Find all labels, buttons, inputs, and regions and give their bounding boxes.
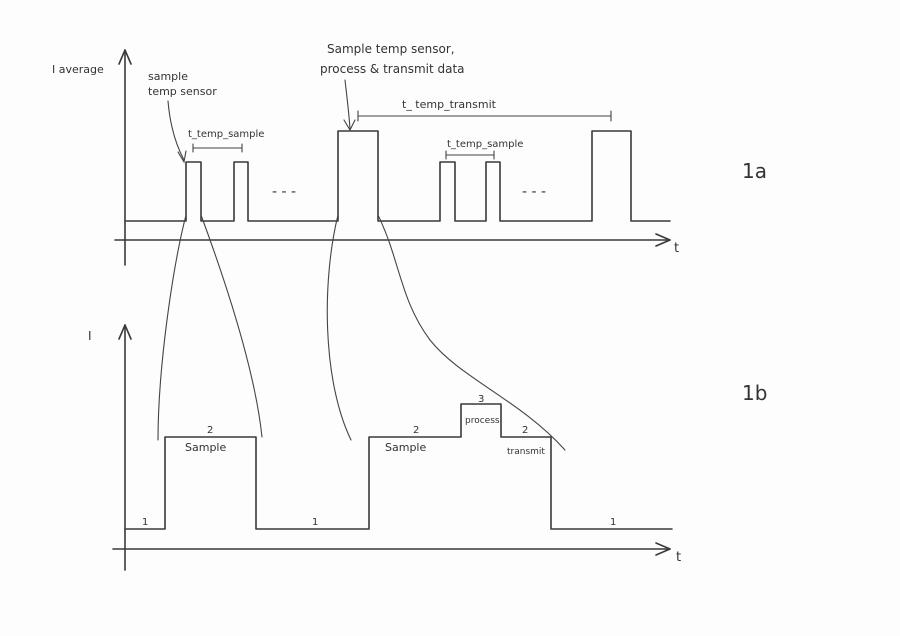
waveform-1a (124, 130, 671, 222)
annotation-transmit-line1: Sample temp sensor, (327, 42, 455, 56)
interval-transmit-label: t_ temp_transmit (402, 98, 497, 111)
annotation-sample-pointer (167, 100, 185, 161)
x-axis-label-1b: t (676, 550, 681, 565)
y-axis-label-1b: I (88, 329, 92, 343)
annotation-transmit-pointer (344, 79, 351, 130)
figure-label-1b: 1b (742, 381, 767, 405)
y-axis-arrow-1b (118, 324, 132, 340)
x-axis-label-1a: t (674, 241, 679, 256)
level-transmit-name: transmit (507, 447, 545, 457)
level-process-value: 3 (478, 394, 484, 405)
diagram-1a: - - - - - - I average t sample temp sens… (52, 42, 767, 266)
zoom-line-sample-right (200, 214, 263, 438)
level-base-right: 1 (610, 517, 616, 528)
level-base-left: 1 (142, 517, 148, 528)
interval-sample-1-label: t_temp_sample (188, 129, 264, 140)
level-transmit-value: 2 (522, 425, 528, 436)
x-axis-arrow-1a (655, 233, 671, 247)
level-sample-2-name: Sample (385, 441, 426, 454)
ellipsis-1a-1: - - - (272, 184, 296, 200)
diagram-1b: I t 1 1 1 2 Sample 2 Sample 3 process 2 … (88, 324, 767, 571)
y-axis-label-1a: I average (52, 63, 104, 76)
zoom-line-transmit-right (377, 214, 566, 451)
waveform-1b (124, 403, 673, 530)
level-sample-2-value: 2 (413, 425, 419, 436)
annotation-sample-arrowhead (177, 150, 187, 164)
x-axis-arrow-1b (655, 542, 671, 556)
zoom-line-sample-left (157, 214, 187, 441)
zoom-line-transmit-left (326, 214, 352, 441)
zoom-connectors (157, 214, 566, 451)
annotation-transmit-arrowhead (343, 119, 356, 132)
interval-sample-2-label: t_temp_sample (447, 139, 523, 150)
annotation-transmit-line2: process & transmit data (320, 62, 465, 76)
level-sample-1-name: Sample (185, 441, 226, 454)
annotation-sample-line2: temp sensor (148, 85, 217, 98)
ellipsis-1a-2: - - - (522, 184, 546, 200)
y-axis-arrow-1a (118, 49, 132, 65)
level-sample-1-value: 2 (207, 425, 213, 436)
figure-label-1a: 1a (742, 159, 767, 183)
level-process-name: process (465, 416, 500, 426)
annotation-sample-line1: sample (148, 70, 188, 83)
level-base-mid: 1 (312, 517, 318, 528)
